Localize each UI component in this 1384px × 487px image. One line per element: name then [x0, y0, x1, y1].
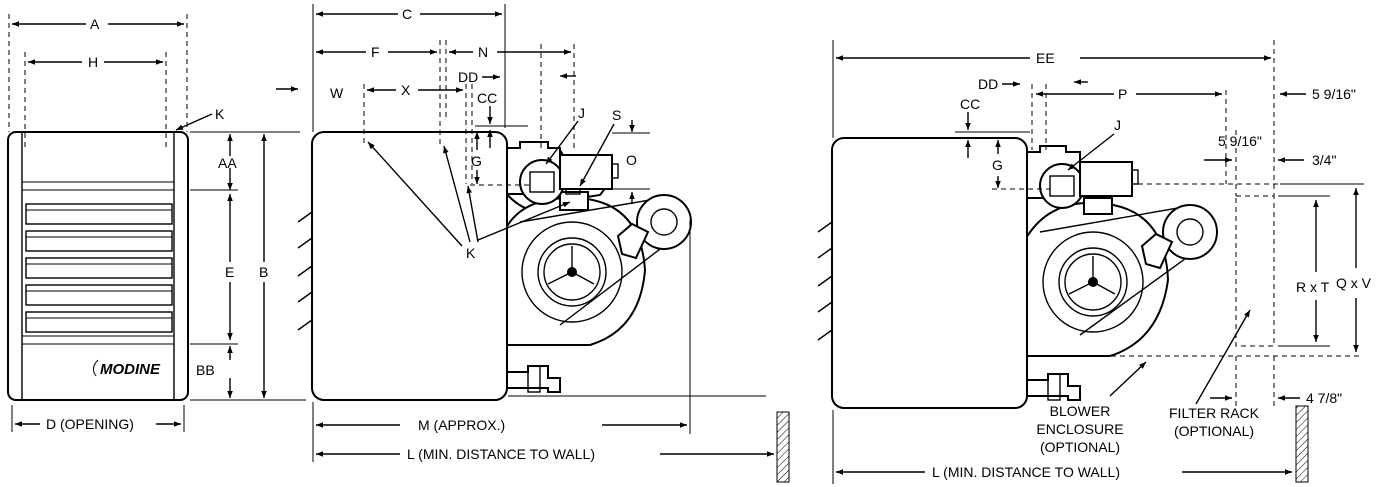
label-BB: BB	[196, 362, 215, 378]
front-view: MODINE A H K AA E BB	[7, 14, 306, 432]
label-blower-line1: BLOWER	[1050, 403, 1111, 419]
label-S: S	[612, 107, 621, 123]
label-AA: AA	[218, 155, 237, 171]
louvers	[25, 203, 173, 333]
label-L-min-distance-right: L (MIN. DISTANCE TO WALL)	[932, 464, 1120, 480]
logo-text: MODINE	[100, 361, 161, 378]
label-C: C	[402, 6, 412, 22]
label-filter-line1: FILTER RACK	[1169, 405, 1260, 421]
label-EE: EE	[1036, 50, 1055, 66]
label-A: A	[90, 16, 100, 32]
label-3-4: 3/4"	[1312, 152, 1336, 168]
label-G: G	[471, 153, 482, 169]
label-blower-line3: (OPTIONAL)	[1040, 439, 1120, 455]
label-J-right: J	[1114, 117, 1121, 133]
side-view-with-options: EE DD CC G P J 5 9/16" 5 9/16" 3/4"	[817, 40, 1372, 484]
label-K-mid: K	[466, 245, 476, 261]
label-CC: CC	[477, 90, 497, 106]
heater-front-body	[7, 131, 189, 401]
wall-hatch	[776, 411, 790, 483]
blower-assembly-right	[1024, 145, 1218, 401]
label-P: P	[1118, 86, 1127, 102]
label-D-opening: D (OPENING)	[46, 416, 134, 432]
label-5-9-16-mid: 5 9/16"	[1218, 133, 1262, 149]
modine-logo: MODINE	[92, 359, 161, 378]
label-CC-right: CC	[960, 96, 980, 112]
label-K: K	[215, 106, 225, 122]
label-4-7-8: 4 7/8"	[1306, 390, 1342, 406]
mounting-studs	[297, 211, 313, 331]
label-F: F	[371, 44, 380, 60]
label-R-x-T: R x T	[1296, 279, 1330, 295]
label-M-approx: M (APPROX.)	[418, 417, 505, 433]
label-DD-right: DD	[978, 76, 998, 92]
heater-side-body	[311, 131, 508, 401]
label-W: W	[330, 85, 344, 101]
blower-assembly	[504, 141, 692, 393]
side-view: W	[276, 4, 790, 483]
label-N: N	[478, 44, 488, 60]
wall-hatch-right	[1295, 405, 1309, 483]
label-L-min-distance: L (MIN. DISTANCE TO WALL)	[407, 446, 595, 462]
mounting-studs-right	[817, 221, 833, 341]
label-filter-line2: (OPTIONAL)	[1174, 423, 1254, 439]
label-5-9-16-top: 5 9/16"	[1312, 86, 1356, 102]
label-Q-x-V: Q x V	[1336, 275, 1372, 291]
label-J: J	[578, 105, 585, 121]
label-E: E	[225, 264, 234, 280]
label-X: X	[401, 82, 411, 98]
label-O: O	[626, 152, 637, 168]
label-blower-line2: ENCLOSURE	[1036, 421, 1123, 437]
label-DD: DD	[458, 69, 478, 85]
heater-side-body-right	[831, 137, 1028, 409]
label-H: H	[88, 54, 98, 70]
label-G-right: G	[992, 157, 1003, 173]
label-B: B	[259, 264, 268, 280]
